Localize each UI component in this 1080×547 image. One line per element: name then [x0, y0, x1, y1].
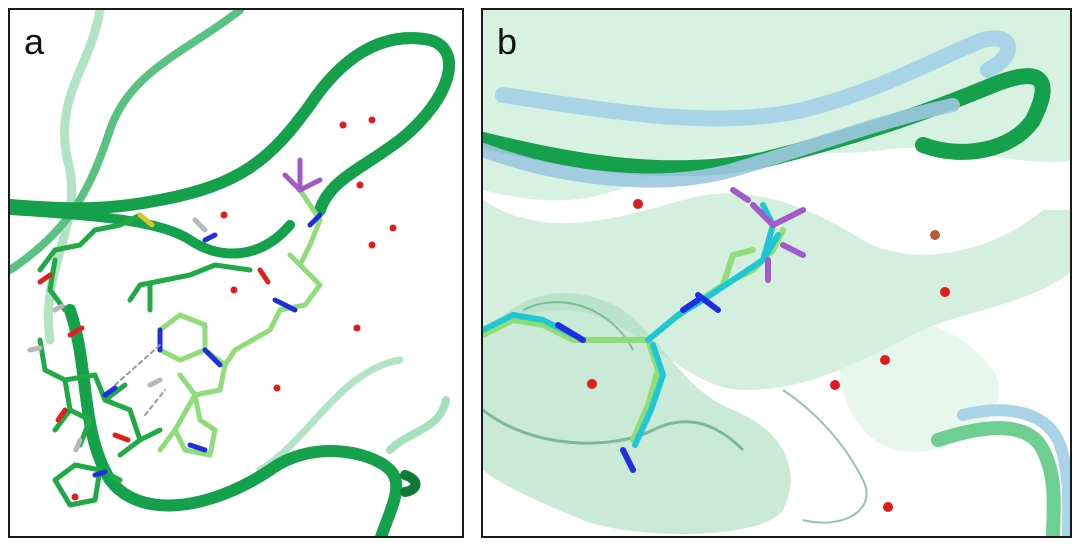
ribbon-background-3	[386, 396, 450, 454]
ribbon-background-4	[256, 356, 404, 474]
panel-b-label: b	[497, 21, 518, 62]
nitrogen-segments	[92, 212, 323, 478]
water-molecules	[587, 199, 950, 512]
panel-a: a	[8, 8, 464, 538]
residue-sticks	[37, 212, 253, 508]
oxygen-segments	[37, 267, 271, 443]
sulfur-segment	[137, 212, 155, 228]
ribbon-bottom	[64, 304, 403, 536]
ribbon-blue-top	[495, 30, 1016, 127]
ribbon-loop-top	[10, 32, 456, 216]
fluorine-segments	[282, 157, 323, 193]
ribbon-blue-lower	[483, 98, 960, 188]
ligand-sticks	[157, 187, 323, 458]
panel-a-label: a	[24, 21, 45, 62]
hydrogen-bond-dashes	[114, 344, 166, 416]
hydrogen-segments	[27, 217, 208, 453]
ribbon-loop-mid	[10, 205, 295, 259]
ribbon-background-2	[10, 10, 244, 274]
nitrogen-segments	[555, 292, 721, 473]
ribbon-blue-corner	[957, 404, 1070, 536]
water-molecules	[71, 116, 397, 501]
panel-b-structure	[483, 10, 1070, 536]
ribbon-green-corner	[931, 421, 1061, 536]
panel-a-structure	[10, 10, 456, 536]
fluorine-segments	[730, 187, 806, 283]
ribbon-bottom-tip	[400, 470, 421, 497]
panel-b: b	[481, 8, 1072, 538]
